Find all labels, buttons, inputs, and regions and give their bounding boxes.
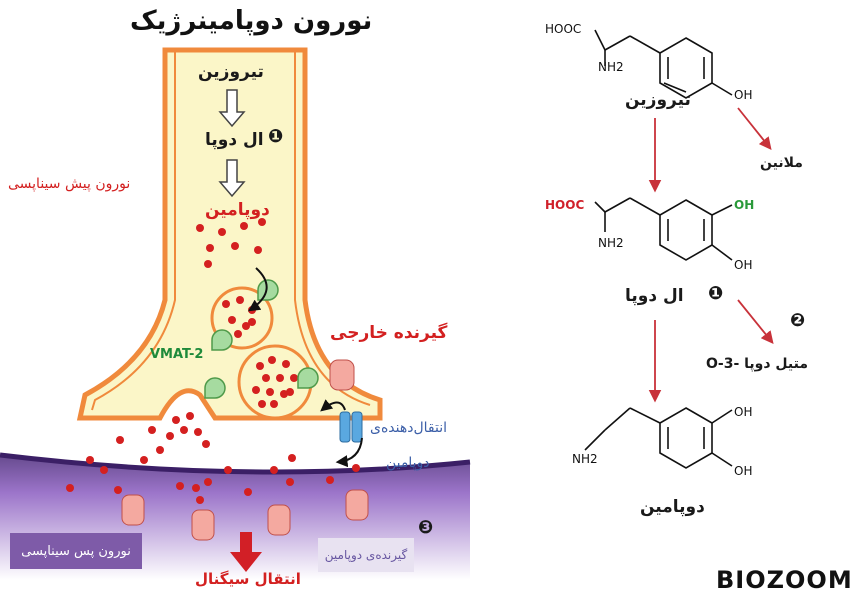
dopamine-oh-2: OH <box>734 464 753 478</box>
dopamine-dot <box>86 456 94 464</box>
dopamine-dot <box>204 260 212 268</box>
dopamine-dot <box>228 316 236 324</box>
dopamine-dot <box>148 426 156 434</box>
ldopa-hooc: HOOC <box>545 198 585 212</box>
postsynaptic-label: نورون پس سیناپسی <box>10 533 142 569</box>
omethyl-label: متیل دوپا -3-O <box>706 356 809 372</box>
dopamine-dot <box>114 486 122 494</box>
dopamine-dot <box>254 246 262 254</box>
signal-label: انتقال سیگنال <box>195 570 301 588</box>
ldopa-oh-1: OH <box>734 198 755 212</box>
autoreceptor-label: گیرنده خارجی <box>330 323 448 343</box>
dopamine-dot <box>236 296 244 304</box>
vmat-label: VMAT-2 <box>150 347 204 362</box>
right-step-2-marker: ❷ <box>790 310 806 331</box>
dopamine-dot <box>196 224 204 232</box>
transport-arrows <box>248 267 363 468</box>
melanin-label: ملانین <box>760 155 803 171</box>
dopamine-dot <box>156 446 164 454</box>
ldopa-right-label: ال دوپا <box>625 286 684 306</box>
dopamine-dot <box>258 218 266 226</box>
dopamine-dot <box>140 456 148 464</box>
pathway-arrows <box>218 89 246 198</box>
dopamine-dot <box>66 484 74 492</box>
ldopa-structure <box>594 197 733 261</box>
vmat-transporters <box>204 279 319 399</box>
tyrosine-label: تیروزین <box>198 62 264 82</box>
dopamine-dot <box>222 300 230 308</box>
right-step-1-marker: ❶ <box>708 283 724 304</box>
dopamine-dot <box>100 466 108 474</box>
ldopa-label: ال دوپا <box>205 130 264 150</box>
dopamine-dot <box>282 360 290 368</box>
transporter-label-1: انتقال‌دهنده‌ی <box>370 420 448 436</box>
dopamine-dot <box>242 322 250 330</box>
dopamine-dot <box>218 228 226 236</box>
dopamine-dot <box>231 242 239 250</box>
dopamine-dot <box>248 318 256 326</box>
dopamine-dot <box>224 466 232 474</box>
dopamine-dot <box>270 466 278 474</box>
dopamine-dot <box>186 412 194 420</box>
dopamine-dot <box>252 386 260 394</box>
tyrosine-nh2: NH2 <box>598 60 624 74</box>
dopamine-dot <box>290 374 298 382</box>
dopamine-label: دوپامین <box>205 200 270 220</box>
dopamine-transporter <box>339 411 363 443</box>
dopamine-dot <box>266 388 274 396</box>
dopamine-right-label: دوپامین <box>640 497 705 517</box>
tyrosine-right-label: تیروزین <box>625 90 691 110</box>
dopamine-dot <box>244 488 252 496</box>
dopamine-dot <box>276 374 284 382</box>
tyrosine-oh: OH <box>734 88 753 102</box>
dopamine-dot <box>206 244 214 252</box>
dopamine-dot <box>326 476 334 484</box>
dopamine-dot <box>352 464 360 472</box>
biozoom-logo: BIOZOOM <box>716 566 850 594</box>
dopamine-dot <box>180 426 188 434</box>
dopamine-receptors <box>121 489 369 541</box>
dopamine-dot <box>258 400 266 408</box>
dopamine-dot <box>256 362 264 370</box>
dopamine-dot <box>166 432 174 440</box>
ldopa-oh-2: OH <box>734 258 753 272</box>
step-3-marker: ❸ <box>418 517 434 538</box>
dopamine-dot <box>270 400 278 408</box>
dopamine-molecules <box>66 218 360 504</box>
dopamine-dot <box>204 478 212 486</box>
dopamine-receptor-label: گیرنده‌ی دوپامین <box>318 538 414 572</box>
dopamine-dot <box>286 388 294 396</box>
dopamine-dot <box>234 330 242 338</box>
presynaptic-label: نورون پیش سیناپسی <box>8 176 131 192</box>
tyrosine-structure <box>594 29 733 99</box>
dopamine-dot <box>262 374 270 382</box>
dopamine-dot <box>202 440 210 448</box>
ldopa-nh2: NH2 <box>598 236 624 250</box>
step-1-marker: ❶ <box>268 126 284 147</box>
dopamine-dot <box>268 356 276 364</box>
transporter-label-2: دوپامین <box>386 455 430 471</box>
autoreceptor <box>329 359 355 391</box>
dopamine-nh2: NH2 <box>572 452 598 466</box>
dopamine-dot <box>176 482 184 490</box>
reaction-arrows <box>648 107 774 403</box>
dopamine-dot <box>196 496 204 504</box>
dopamine-dot <box>192 484 200 492</box>
dopamine-oh-1: OH <box>734 405 753 419</box>
dopamine-dot <box>288 454 296 462</box>
dopamine-dot <box>172 416 180 424</box>
page-title: نورون دوپامینرژیک <box>130 6 373 36</box>
dopamine-structure <box>584 407 733 469</box>
dopamine-dot <box>286 478 294 486</box>
signal-arrow <box>230 532 262 572</box>
dopamine-dot <box>194 428 202 436</box>
presynaptic-terminal <box>76 47 383 421</box>
dopamine-dot <box>240 222 248 230</box>
dopamine-dot <box>116 436 124 444</box>
tyrosine-hooc: HOOC <box>545 22 582 36</box>
